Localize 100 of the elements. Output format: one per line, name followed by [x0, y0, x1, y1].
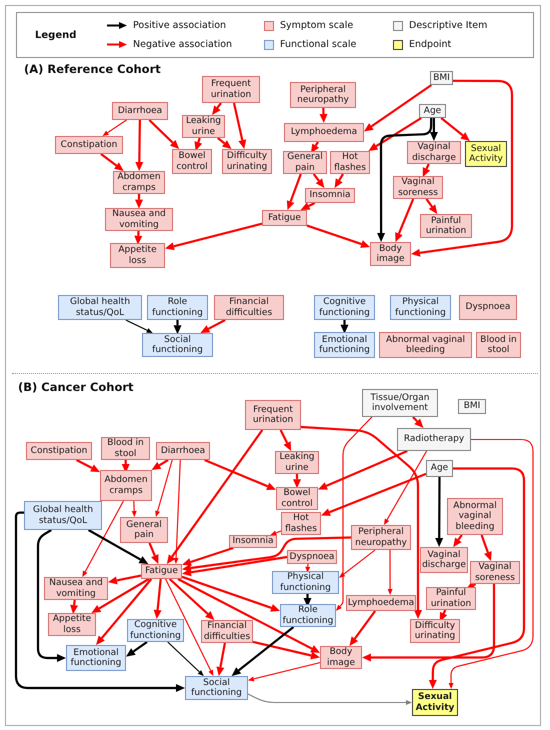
section-heading: (A) Reference Cohort: [24, 62, 161, 76]
arrow: [182, 536, 352, 572]
arrow: [82, 500, 124, 577]
functional-scale-box: Role functioning: [147, 295, 208, 320]
arrow: [126, 641, 148, 657]
legend-text: Positive association: [133, 20, 226, 31]
arrow: [216, 642, 226, 676]
descriptive-item-box: BMI: [458, 399, 486, 414]
symptom-scale-box: Painful urination: [420, 214, 472, 238]
symptom-scale-box: Financial difficulties: [201, 620, 253, 643]
arrow: [194, 138, 202, 151]
symptom-scale-box: Constipation: [26, 442, 92, 460]
functional-scale-box: Social functioning: [185, 676, 248, 700]
endpoint-box: Sexual Activity: [465, 141, 507, 167]
arrow: [320, 108, 328, 123]
arrow: [300, 426, 422, 619]
symptom-scale-box: Fatigue: [141, 564, 182, 579]
functional-scale-box: Role functioning: [280, 604, 336, 627]
arrow: [435, 477, 444, 547]
arrow: [108, 574, 142, 584]
symptom-scale-box: Insomnia: [305, 188, 355, 203]
functional-scale-box: Emotional functioning: [314, 332, 375, 358]
legend-title: Legend: [35, 30, 76, 40]
arrow: [430, 118, 438, 141]
symptom-scale-box: Difficulty urinating: [410, 619, 460, 643]
arrow: [440, 117, 470, 142]
symptom-scale-box: Lymphoedema: [346, 595, 416, 611]
symptom-scale-box: Difficulty urinating: [222, 149, 272, 174]
descriptive-item-box: Tissue/Organ involvement: [362, 389, 438, 417]
arrow: [318, 450, 408, 490]
arrow: [182, 576, 280, 612]
functional-scale-box: Physical functioning: [390, 295, 451, 320]
symptom-scale-box: Frequent urination: [245, 400, 301, 430]
arrow: [217, 137, 232, 150]
arrow: [182, 546, 234, 566]
symptom-scale-box: Vaginal discharge: [420, 547, 468, 573]
section-heading: (B) Cancer Cohort: [18, 380, 134, 394]
arrow: [248, 694, 412, 705]
symptom-scale-box: Fatigue: [262, 210, 307, 226]
symptom-scale-box: Body image: [320, 646, 362, 669]
arrow: [252, 640, 320, 660]
symptom-scale-box: Hot flashes: [281, 512, 321, 535]
arrow: [91, 578, 150, 613]
legend-text: Descriptive Item: [409, 20, 488, 31]
arrow: [134, 230, 142, 245]
arrow: [96, 578, 152, 645]
arrow: [135, 120, 144, 171]
arrow: [14, 512, 185, 692]
arrow: [232, 626, 294, 676]
arrow: [270, 530, 282, 536]
arrow: [135, 194, 143, 209]
symptom-scale-box: Abnormal vaginal bleeding: [379, 332, 472, 358]
arrow: [305, 564, 310, 573]
arrow: [122, 460, 130, 473]
arrow: [70, 600, 78, 614]
symptom-scale-box: Appetite loss: [110, 243, 165, 268]
functional-scale-box: Global health status/QoL: [58, 295, 142, 320]
arrow: [102, 120, 127, 136]
symptom-scale-box: Peripheral neuropathy: [351, 525, 411, 550]
legend-text: Functional scale: [280, 39, 356, 50]
symptom-scale-box: Diarrhoea: [156, 442, 210, 460]
symptom-scale-box: Painful urination: [426, 587, 476, 610]
symptom-scale-box: Lymphoedema: [284, 123, 364, 142]
arrow: [204, 458, 276, 490]
functional-scale-box: Cognitive functioning: [314, 295, 375, 320]
symptom-scale-box: Insomnia: [229, 535, 277, 548]
arrow: [88, 529, 148, 564]
arrow: [362, 584, 496, 662]
symptom-scale-box: Dyspnoea: [287, 550, 337, 564]
symptom-scale-box: Vaginal soreness: [470, 561, 520, 584]
symptom-scale-box: Frequent urination: [202, 76, 260, 103]
arrow: [388, 550, 393, 595]
symptom-scale-box: Hot flashes: [330, 151, 370, 174]
arrow: [310, 141, 320, 154]
arrow: [148, 542, 158, 564]
arrow: [466, 582, 476, 590]
arrow: [164, 222, 262, 250]
symptom-scale-box: Vaginal discharge: [407, 141, 461, 164]
arrow: [306, 224, 370, 248]
arrow: [132, 500, 137, 517]
arrow: [182, 556, 288, 576]
symptom-scale-box: Vaginal soreness: [393, 176, 443, 199]
arrow: [412, 416, 424, 428]
arrow: [300, 202, 316, 210]
symptom-scale-box: Abnormal vaginal bleeding: [447, 498, 503, 535]
arrow: [154, 578, 162, 619]
symptom-scale-box: Leaking urine: [275, 451, 319, 474]
symptom-scale-box: Diarrhoea: [112, 102, 168, 120]
symptom-scale-box: Body image: [370, 242, 411, 266]
symptom-scale-box: Financial difficulties: [214, 295, 284, 320]
arrow: [304, 594, 312, 607]
arrow: [76, 459, 100, 472]
symptom-scale-box: General pain: [120, 517, 168, 543]
arrow: [364, 84, 432, 132]
symptom-scale-box: Appetite loss: [48, 613, 96, 636]
arrow: [293, 474, 301, 488]
arrow: [100, 153, 124, 171]
symptom-scale-box: Leaking urine: [182, 115, 225, 138]
arrow: [126, 320, 153, 334]
symptom-scale-box: Abdomen cramps: [113, 171, 165, 194]
